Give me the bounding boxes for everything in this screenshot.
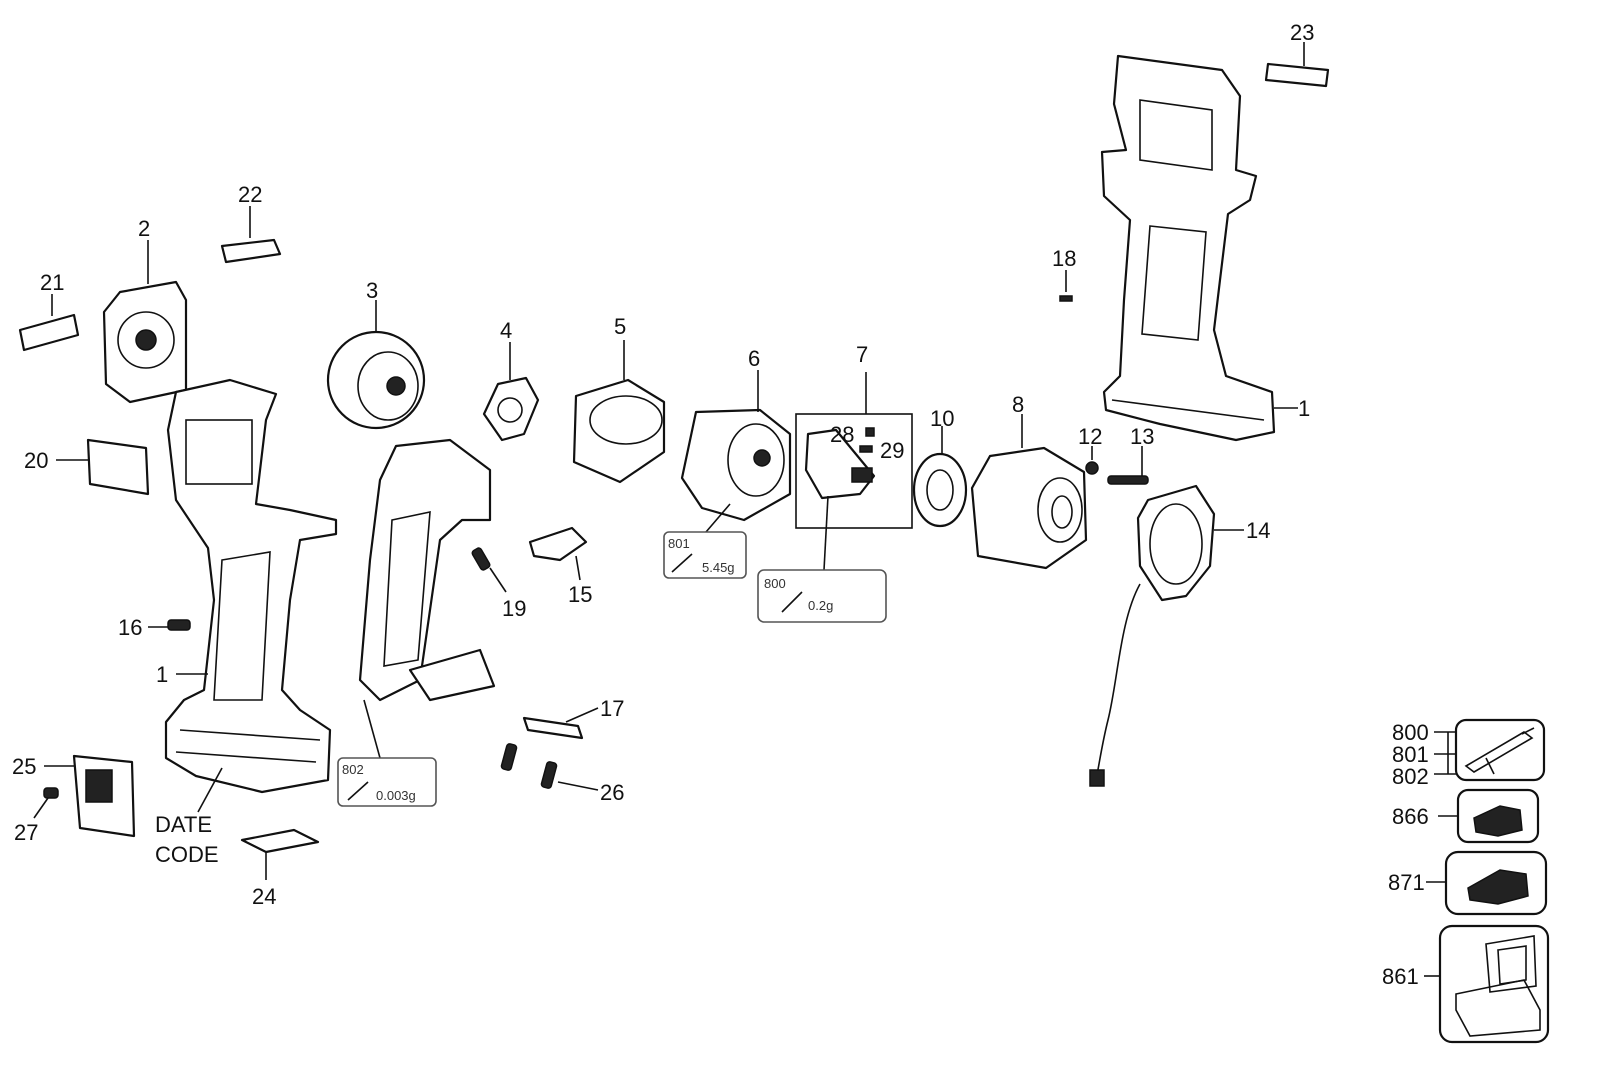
callout-10: 10 — [930, 406, 954, 431]
grease-800-code: 800 — [764, 576, 786, 591]
part-15-actuator: 15 — [528, 526, 592, 607]
part-2-end-cap: 2 — [102, 216, 188, 404]
part-24-label: 24 — [240, 828, 320, 909]
callout-14: 14 — [1246, 518, 1270, 543]
part-26-screws: 26 — [500, 743, 624, 805]
legend-871-charger: 871 — [1388, 850, 1548, 916]
callout-802: 802 — [1392, 764, 1429, 789]
part-5-ring-gear: 5 — [572, 314, 666, 484]
callout-27: 27 — [14, 820, 38, 845]
part-23-label: 23 — [1264, 20, 1330, 88]
date-code-marker: DATE CODE — [155, 767, 223, 867]
callout-18: 18 — [1052, 246, 1076, 271]
grease-802-code: 802 — [342, 762, 364, 777]
callout-871: 871 — [1388, 870, 1425, 895]
callout-801: 801 — [1392, 742, 1429, 767]
callout-861: 861 — [1382, 964, 1419, 989]
part-1-right-housing: 1 — [1100, 54, 1310, 442]
callout-13: 13 — [1130, 424, 1154, 449]
part-8-nose-housing: 8 — [970, 392, 1088, 570]
grease-802-amount: 0.003g — [376, 788, 416, 803]
grease-800-amount: 0.2g — [808, 598, 833, 613]
grease-802-box: 802 0.003g — [337, 699, 437, 807]
part-14-led-ring: 14 — [1089, 484, 1270, 787]
part-6-gear-assembly: 6 — [680, 346, 792, 522]
part-1-left-housing: 1 — [156, 378, 338, 794]
grease-800-box: 800 0.2g — [757, 495, 887, 623]
grease-801-box: 801 5.45g — [663, 503, 747, 579]
callout-5: 5 — [614, 314, 626, 339]
part-19-spring: 19 — [471, 547, 526, 621]
callout-26: 26 — [600, 780, 624, 805]
callout-15: 15 — [568, 582, 592, 607]
part-12-nut: 12 — [1078, 424, 1102, 475]
grease-801-code: 801 — [668, 536, 690, 551]
callout-17: 17 — [600, 696, 624, 721]
part-25-belt-clip: 25 — [12, 754, 136, 838]
legend-grease-syringe: 800 801 802 — [1392, 718, 1546, 789]
date-code-line-2: CODE — [155, 842, 219, 867]
callout-20: 20 — [24, 448, 48, 473]
callout-25: 25 — [12, 754, 36, 779]
callout-23: 23 — [1290, 20, 1314, 45]
callout-21: 21 — [40, 270, 64, 295]
part-13-screw: 13 — [1107, 424, 1154, 485]
callout-19: 19 — [502, 596, 526, 621]
callout-800: 800 — [1392, 720, 1429, 745]
callout-22: 22 — [238, 182, 262, 207]
part-3-motor-assembly: 3 — [326, 278, 496, 702]
callout-29: 29 — [880, 438, 904, 463]
callout-7: 7 — [856, 342, 868, 367]
legend-861-kit-box: 861 — [1382, 924, 1550, 1044]
date-code-line-1: DATE — [155, 812, 212, 837]
callout-28: 28 — [830, 422, 854, 447]
part-7-anvil-box: 7 28 29 — [795, 342, 913, 529]
grease-801-amount: 5.45g — [702, 560, 735, 575]
callout-866: 866 — [1392, 804, 1429, 829]
part-22-label: 22 — [220, 182, 282, 264]
callout-12: 12 — [1078, 424, 1102, 449]
part-10-washer: 10 — [912, 406, 968, 528]
part-16-screw: 16 — [118, 615, 191, 640]
callout-4: 4 — [500, 318, 512, 343]
callout-16: 16 — [118, 615, 142, 640]
part-27-screw: 27 — [14, 787, 59, 845]
callout-3: 3 — [366, 278, 378, 303]
legend-866-battery: 866 — [1392, 788, 1540, 844]
callout-6: 6 — [748, 346, 760, 371]
callout-1-left: 1 — [156, 662, 168, 687]
part-17-bracket: 17 — [522, 696, 624, 740]
callout-8: 8 — [1012, 392, 1024, 417]
callout-2: 2 — [138, 216, 150, 241]
part-18-pin: 18 — [1052, 246, 1076, 302]
part-21-label: 21 — [18, 270, 80, 352]
callout-24: 24 — [252, 884, 276, 909]
part-20-label: 20 — [24, 438, 150, 496]
callout-1-right: 1 — [1298, 396, 1310, 421]
part-4-bracket: 4 — [482, 318, 540, 442]
